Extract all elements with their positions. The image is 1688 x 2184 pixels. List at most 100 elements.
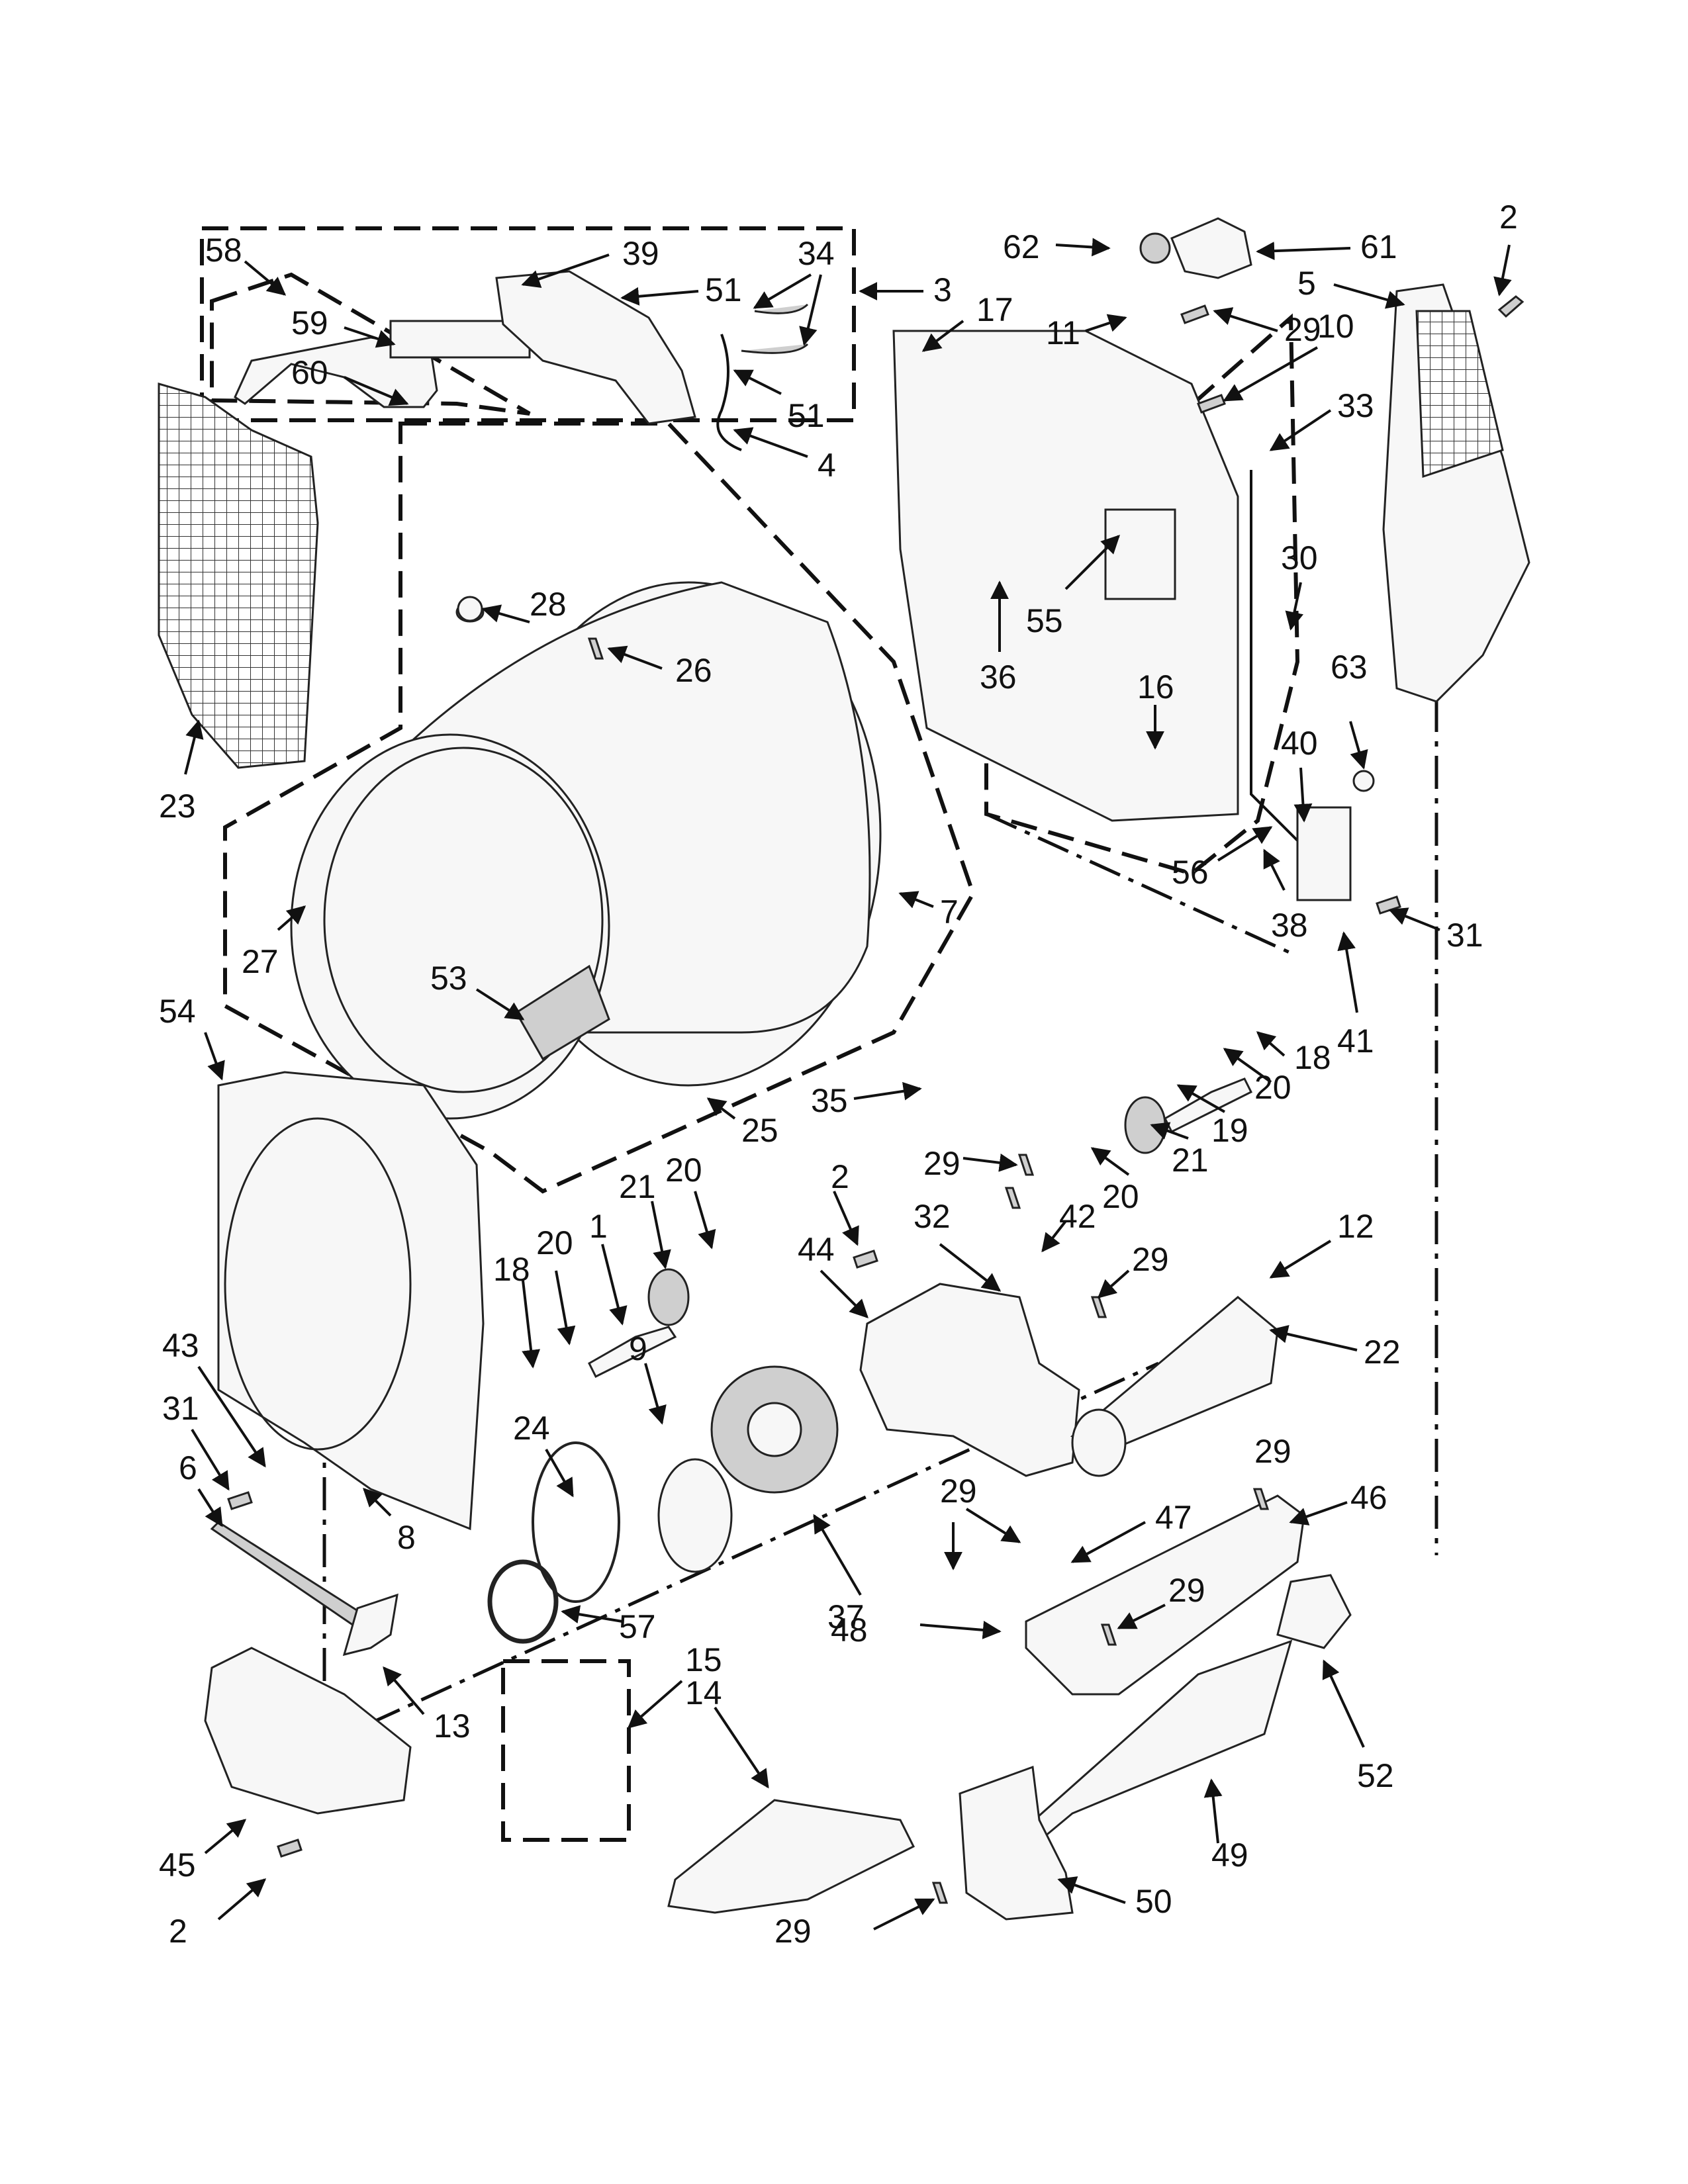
callout-labels: 58 39 34 3 59 51 60 51 4 62 61 2 5 17 29… <box>159 199 1518 1950</box>
leader-29a <box>1213 307 1278 332</box>
leader-29f <box>1117 1604 1166 1629</box>
bearing-seal <box>487 1559 559 1644</box>
exhaust-elbow <box>1170 217 1252 279</box>
callout-25: 25 <box>741 1112 778 1149</box>
screw-29-fan-b <box>1004 1187 1021 1209</box>
drum-support-rail <box>210 1521 365 1630</box>
screw-29-fan-a <box>1017 1154 1035 1176</box>
leader-59 <box>344 326 396 348</box>
grommet-63 <box>1352 770 1375 792</box>
callout-29g: 29 <box>774 1913 812 1950</box>
callout-22: 22 <box>1364 1334 1401 1371</box>
screws <box>227 295 1524 1904</box>
callout-63: 63 <box>1331 649 1368 686</box>
gas-valve-bracket <box>1296 806 1352 901</box>
leader-26 <box>607 645 663 670</box>
leader-15 <box>627 1680 683 1729</box>
callout-27: 27 <box>242 943 279 980</box>
callout-20b: 20 <box>1102 1178 1139 1215</box>
callout-57: 57 <box>619 1608 656 1645</box>
screw-29-bottom <box>931 1882 949 1904</box>
leader-31b <box>191 1428 230 1491</box>
callout-29e: 29 <box>1254 1433 1291 1470</box>
callout-38: 38 <box>1271 907 1308 944</box>
callout-60: 60 <box>291 354 328 391</box>
callout-51b: 51 <box>788 397 825 434</box>
leader-22 <box>1269 1325 1358 1351</box>
leader-46 <box>1289 1501 1348 1525</box>
idler-pulley <box>647 1268 690 1326</box>
callout-29c: 29 <box>1132 1241 1169 1278</box>
leader-19 <box>1176 1084 1225 1113</box>
leader-40 <box>1293 767 1313 823</box>
leader-53 <box>475 988 525 1021</box>
leader-9 <box>644 1363 667 1425</box>
callout-48: 48 <box>831 1612 868 1649</box>
callout-10: 10 <box>1317 308 1354 345</box>
blower-housing <box>859 1283 1080 1477</box>
heater-channel <box>1025 1494 1305 1696</box>
callout-55: 55 <box>1026 602 1063 639</box>
callout-17: 17 <box>976 291 1013 328</box>
leader-lines <box>184 238 1512 1931</box>
leader-45 <box>204 1819 247 1854</box>
mounting-bracket <box>959 1765 1074 1921</box>
callout-41: 41 <box>1337 1023 1374 1060</box>
leader-2c <box>217 1878 267 1921</box>
callout-20a: 20 <box>1254 1069 1291 1106</box>
leader-50 <box>1057 1876 1126 1904</box>
callout-15: 15 <box>685 1641 722 1678</box>
leader-2b <box>833 1191 859 1246</box>
callout-37: 37 <box>827 1598 865 1635</box>
thermistor-wire <box>1250 470 1299 842</box>
vent-cap <box>1139 232 1171 264</box>
leader-34a <box>753 273 812 309</box>
callout-29a: 29 <box>1284 311 1321 348</box>
leader-24 <box>545 1449 574 1498</box>
screw-29-mid <box>1197 394 1226 414</box>
front-bulkhead-opening <box>224 1117 412 1451</box>
callout-53: 53 <box>430 960 467 997</box>
leader-20a <box>1223 1048 1272 1083</box>
screw-5 <box>1497 295 1524 318</box>
heater-duct-end <box>1071 1408 1127 1477</box>
callout-1: 1 <box>589 1208 608 1245</box>
callout-23: 23 <box>159 788 196 825</box>
callout-2b: 2 <box>831 1158 849 1195</box>
leader-51b <box>733 369 782 395</box>
leader-21a <box>1150 1122 1189 1140</box>
leader-60 <box>344 376 409 406</box>
leader-31a <box>1388 907 1440 931</box>
leader-17 <box>921 320 964 352</box>
leader-29g <box>873 1898 935 1931</box>
drum-boundary <box>223 422 976 1194</box>
callout-18a: 18 <box>1294 1039 1331 1076</box>
leader-8 <box>363 1488 392 1517</box>
drum-front-opening <box>290 733 610 1120</box>
idler-pulley-shaft <box>588 1326 677 1379</box>
callout-58: 58 <box>205 232 242 269</box>
rear-pulley <box>1124 1096 1166 1154</box>
callout-24: 24 <box>513 1410 550 1447</box>
callout-2a: 2 <box>1499 199 1518 236</box>
vent-housing <box>234 336 438 408</box>
leader-12 <box>1269 1240 1332 1279</box>
callout-19: 19 <box>1211 1112 1248 1149</box>
rear-bulkhead <box>892 330 1239 822</box>
leader-41 <box>1337 931 1358 1013</box>
callout-49: 49 <box>1211 1837 1248 1874</box>
heater-cover-plate <box>1104 508 1176 600</box>
leader-35 <box>853 1081 922 1101</box>
lint-duct-cover <box>495 270 696 425</box>
screw-29-heater <box>1090 1296 1107 1318</box>
callout-33: 33 <box>1337 387 1374 424</box>
screw-29-duct <box>1252 1488 1270 1510</box>
callout-28: 28 <box>530 586 567 623</box>
leader-7 <box>898 891 934 909</box>
drum <box>290 581 882 1120</box>
spring-clip <box>741 303 809 354</box>
callout-29f: 29 <box>1168 1572 1205 1609</box>
leader-39 <box>521 253 610 288</box>
leader-6 <box>197 1488 223 1527</box>
